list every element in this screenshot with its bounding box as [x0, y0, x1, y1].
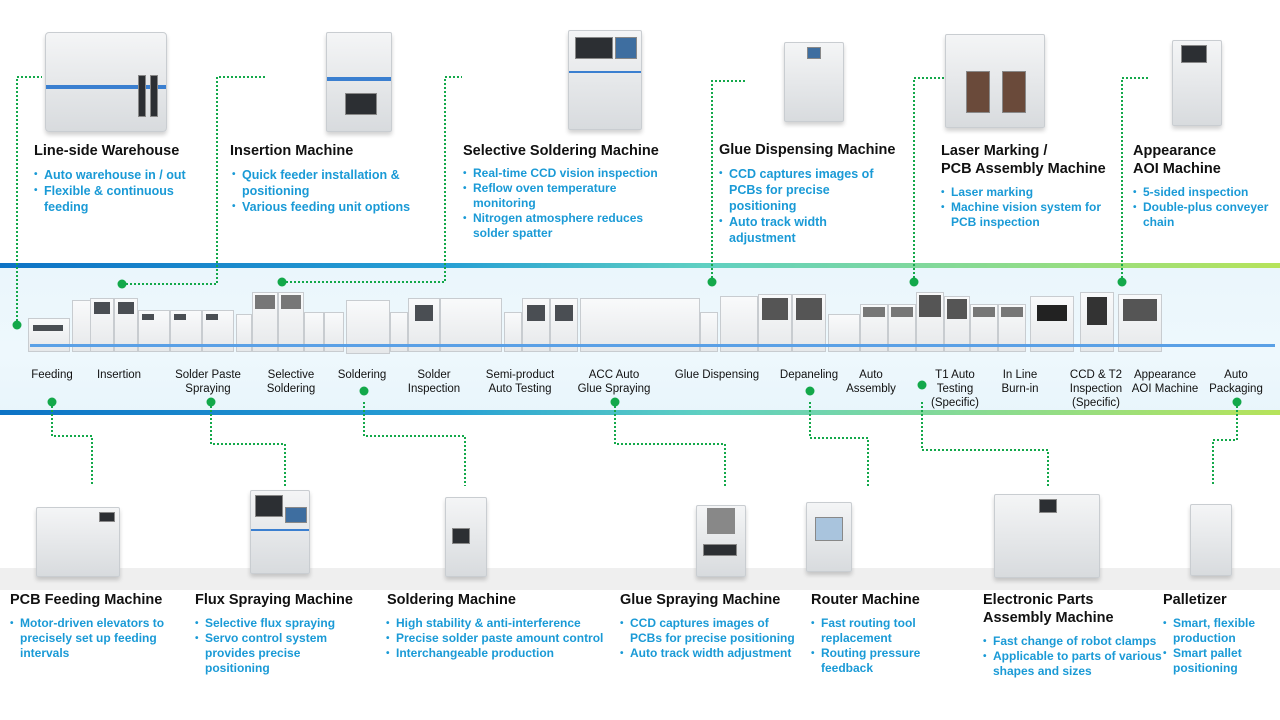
top-machine-title: Selective Soldering Machine [463, 143, 659, 159]
bullet: Auto warehouse in / out [34, 167, 214, 183]
top-machine-bullets: Quick feeder installation & positioning … [232, 167, 442, 215]
stage-label-insertion: Insertion [96, 369, 142, 381]
floor-strip [0, 568, 1280, 590]
stage-label-depaneling: Depaneling [779, 369, 839, 381]
marker-dot [1232, 397, 1242, 407]
bullet: Auto track width adjustment [620, 646, 795, 661]
bottom-machine-title: Router Machine [811, 592, 920, 608]
bottom-machine-title: Glue Spraying Machine [620, 592, 781, 608]
conveyor-line [30, 344, 1275, 347]
bottom-machine-title: PCB Feeding Machine [10, 592, 163, 608]
bullet: Fast routing tool replacement [811, 616, 951, 646]
title-line: Assembly Machine [983, 610, 1114, 626]
marker-dot [909, 277, 919, 287]
bottom-machine-bullets: Motor-driven elevators to precisely set … [10, 616, 175, 661]
marker-dot [1117, 277, 1127, 287]
bullet: Auto track width adjustment [719, 214, 884, 246]
bullet: 5-sided inspection [1133, 185, 1273, 200]
bottom-machine-bullets: Fast routing tool replacement Routing pr… [811, 616, 951, 676]
bullet: Selective flux spraying [195, 616, 355, 631]
bullet: Motor-driven elevators to precisely set … [10, 616, 175, 661]
title-line: AOI Machine [1133, 161, 1221, 177]
bullet: Machine vision system for PCB inspection [941, 200, 1111, 230]
marker-dot [206, 397, 216, 407]
stage-label-feeding: Feeding [31, 369, 73, 381]
bullet: Interchangeable production [386, 646, 611, 661]
stage-label-soldering: Soldering [337, 369, 387, 381]
top-machine-title: Laser Marking / PCB Assembly Machine [941, 142, 1106, 178]
top-machine-title: Appearance AOI Machine [1133, 142, 1221, 178]
bullet: Real-time CCD vision inspection [463, 166, 678, 181]
gradient-divider-bottom [0, 410, 1280, 415]
bullet: Routing pressure feedback [811, 646, 951, 676]
top-machine-bullets: 5-sided inspection Double-plus conveyer … [1133, 185, 1273, 230]
bullet: Applicable to parts of various shapes an… [983, 649, 1163, 679]
bullet: High stability & anti-interference [386, 616, 611, 631]
marker-dot [12, 320, 22, 330]
marker-dot [359, 386, 369, 396]
top-machine-title: Glue Dispensing Machine [719, 142, 896, 158]
marker-dot [277, 277, 287, 287]
bullet: Nitrogen atmosphere reduces solder spatt… [463, 211, 678, 241]
bullet: Laser marking [941, 185, 1111, 200]
bottom-machine-title: Soldering Machine [387, 592, 516, 608]
marker-dot [117, 279, 127, 289]
title-line: Electronic Parts [983, 592, 1094, 608]
top-machine-bullets: Laser marking Machine vision system for … [941, 185, 1111, 230]
title-line: Laser Marking / [941, 143, 1048, 159]
bullet: Servo control system provides precise po… [195, 631, 355, 676]
gradient-divider-top [0, 263, 1280, 268]
bottom-machine-title: Electronic Parts Assembly Machine [983, 591, 1114, 627]
bottom-machine-bullets: Fast change of robot clamps Applicable t… [983, 634, 1163, 679]
bullet: Reflow oven temperature monitoring [463, 181, 678, 211]
top-machine-title: Line-side Warehouse [34, 143, 180, 159]
marker-dot [47, 397, 57, 407]
bullet: CCD captures images of PCBs for precise … [719, 166, 884, 214]
bullet: CCD captures images of PCBs for precise … [620, 616, 795, 646]
leader-aoi [1121, 77, 1150, 282]
marker-dot [805, 386, 815, 396]
bullet: Smart pallet positioning [1163, 646, 1278, 676]
marker-dot [610, 397, 620, 407]
bullet: Quick feeder installation & positioning [232, 167, 442, 199]
bullet: Precise solder paste amount control [386, 631, 611, 646]
title-line: PCB Assembly Machine [941, 161, 1106, 177]
top-machine-bullets: Real-time CCD vision inspection Reflow o… [463, 166, 678, 241]
bottom-machine-title: Palletizer [1163, 592, 1227, 608]
bullet: Smart, flexible production [1163, 616, 1278, 646]
top-machine-title: Insertion Machine [230, 143, 354, 159]
bottom-machine-title: Flux Spraying Machine [195, 592, 353, 608]
bullet: Fast change of robot clamps [983, 634, 1163, 649]
top-machine-bullets: Auto warehouse in / out Flexible & conti… [34, 167, 214, 215]
bottom-machine-bullets: Smart, flexible production Smart pallet … [1163, 616, 1278, 676]
top-machine-bullets: CCD captures images of PCBs for precise … [719, 166, 884, 246]
bullet: Various feeding unit options [232, 199, 442, 215]
bottom-machine-bullets: Selective flux spraying Servo control sy… [195, 616, 355, 676]
title-line: Appearance [1133, 143, 1217, 159]
bottom-machine-bullets: CCD captures images of PCBs for precise … [620, 616, 795, 661]
stage-label-glue-dispensing: Glue Dispensing [674, 369, 760, 381]
bullet: Double-plus conveyer chain [1133, 200, 1273, 230]
bottom-machine-bullets: High stability & anti-interference Preci… [386, 616, 611, 661]
marker-dot [707, 277, 717, 287]
bullet: Flexible & continuous feeding [34, 183, 214, 215]
marker-dot [917, 380, 927, 390]
